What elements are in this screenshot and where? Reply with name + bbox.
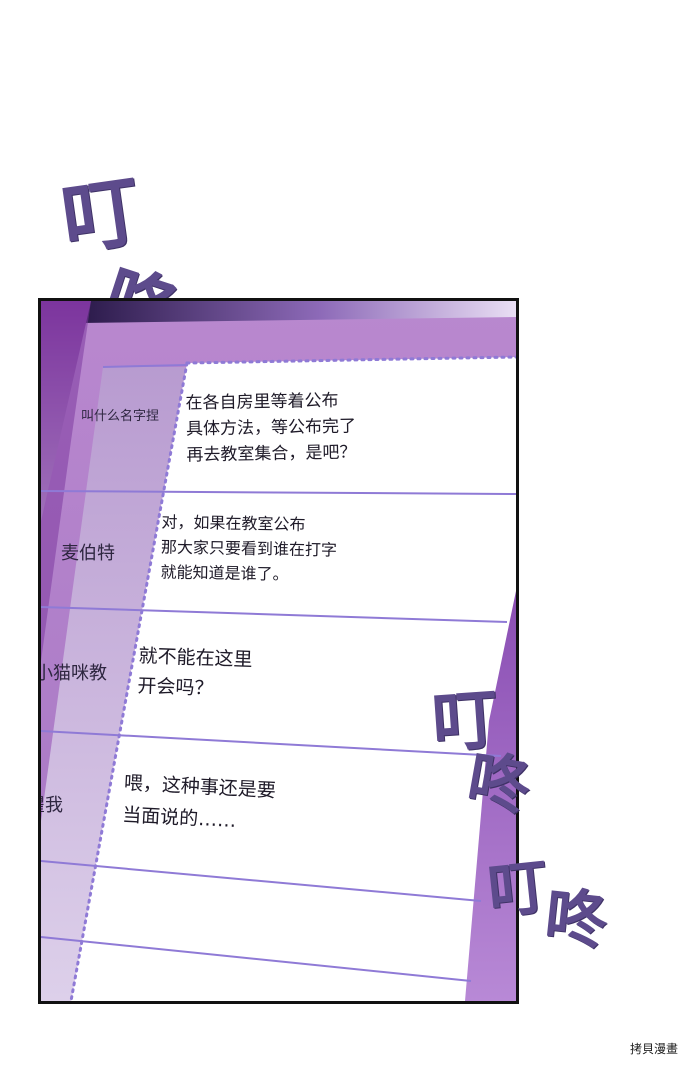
row-divider xyxy=(41,490,516,495)
sfx-ding-dong-top: 叮 xyxy=(55,166,140,267)
sfx-char: 叮 xyxy=(55,166,140,267)
chat-window-panel: 叫什么名字捏 在各自房里等着公布 具体方法，等公布完了 再去教室集合，是吧？ 麦… xyxy=(38,298,519,1004)
chat-row-name: 小猫咪教 xyxy=(38,663,107,684)
chat-row-name: 麦伯特 xyxy=(61,543,115,564)
row-divider xyxy=(41,606,508,623)
row-divider xyxy=(41,936,472,982)
chat-row-message: 就不能在这里 开会吗？ xyxy=(137,645,253,700)
sfx-char: 叮 xyxy=(484,852,546,928)
chat-row-message: 对，如果在教室公布 那大家只要看到谁在打字 就能知道是谁了。 xyxy=(160,512,338,584)
chat-row-message: 喂，这种事还是要 当面说的…… xyxy=(121,772,277,832)
watermark-label: 拷貝漫畫 xyxy=(625,1039,682,1058)
chat-row-message: 在各自房里等着公布 具体方法，等公布完了 再去教室集合，是吧？ xyxy=(185,390,357,466)
sfx-ding-dong-right-1b: 咚 xyxy=(462,741,531,824)
row-divider xyxy=(41,860,482,902)
sfx-char: 咚 xyxy=(462,741,531,824)
sfx-ding-dong-right-2: 叮 xyxy=(484,852,546,928)
row-divider xyxy=(41,730,502,757)
chat-row-name: 瞿我 xyxy=(41,795,63,816)
sfx-char: 咚 xyxy=(541,879,605,958)
chat-row-name: 叫什么名字捏 xyxy=(81,409,160,424)
sfx-ding-dong-right-2b: 咚 xyxy=(541,879,605,958)
